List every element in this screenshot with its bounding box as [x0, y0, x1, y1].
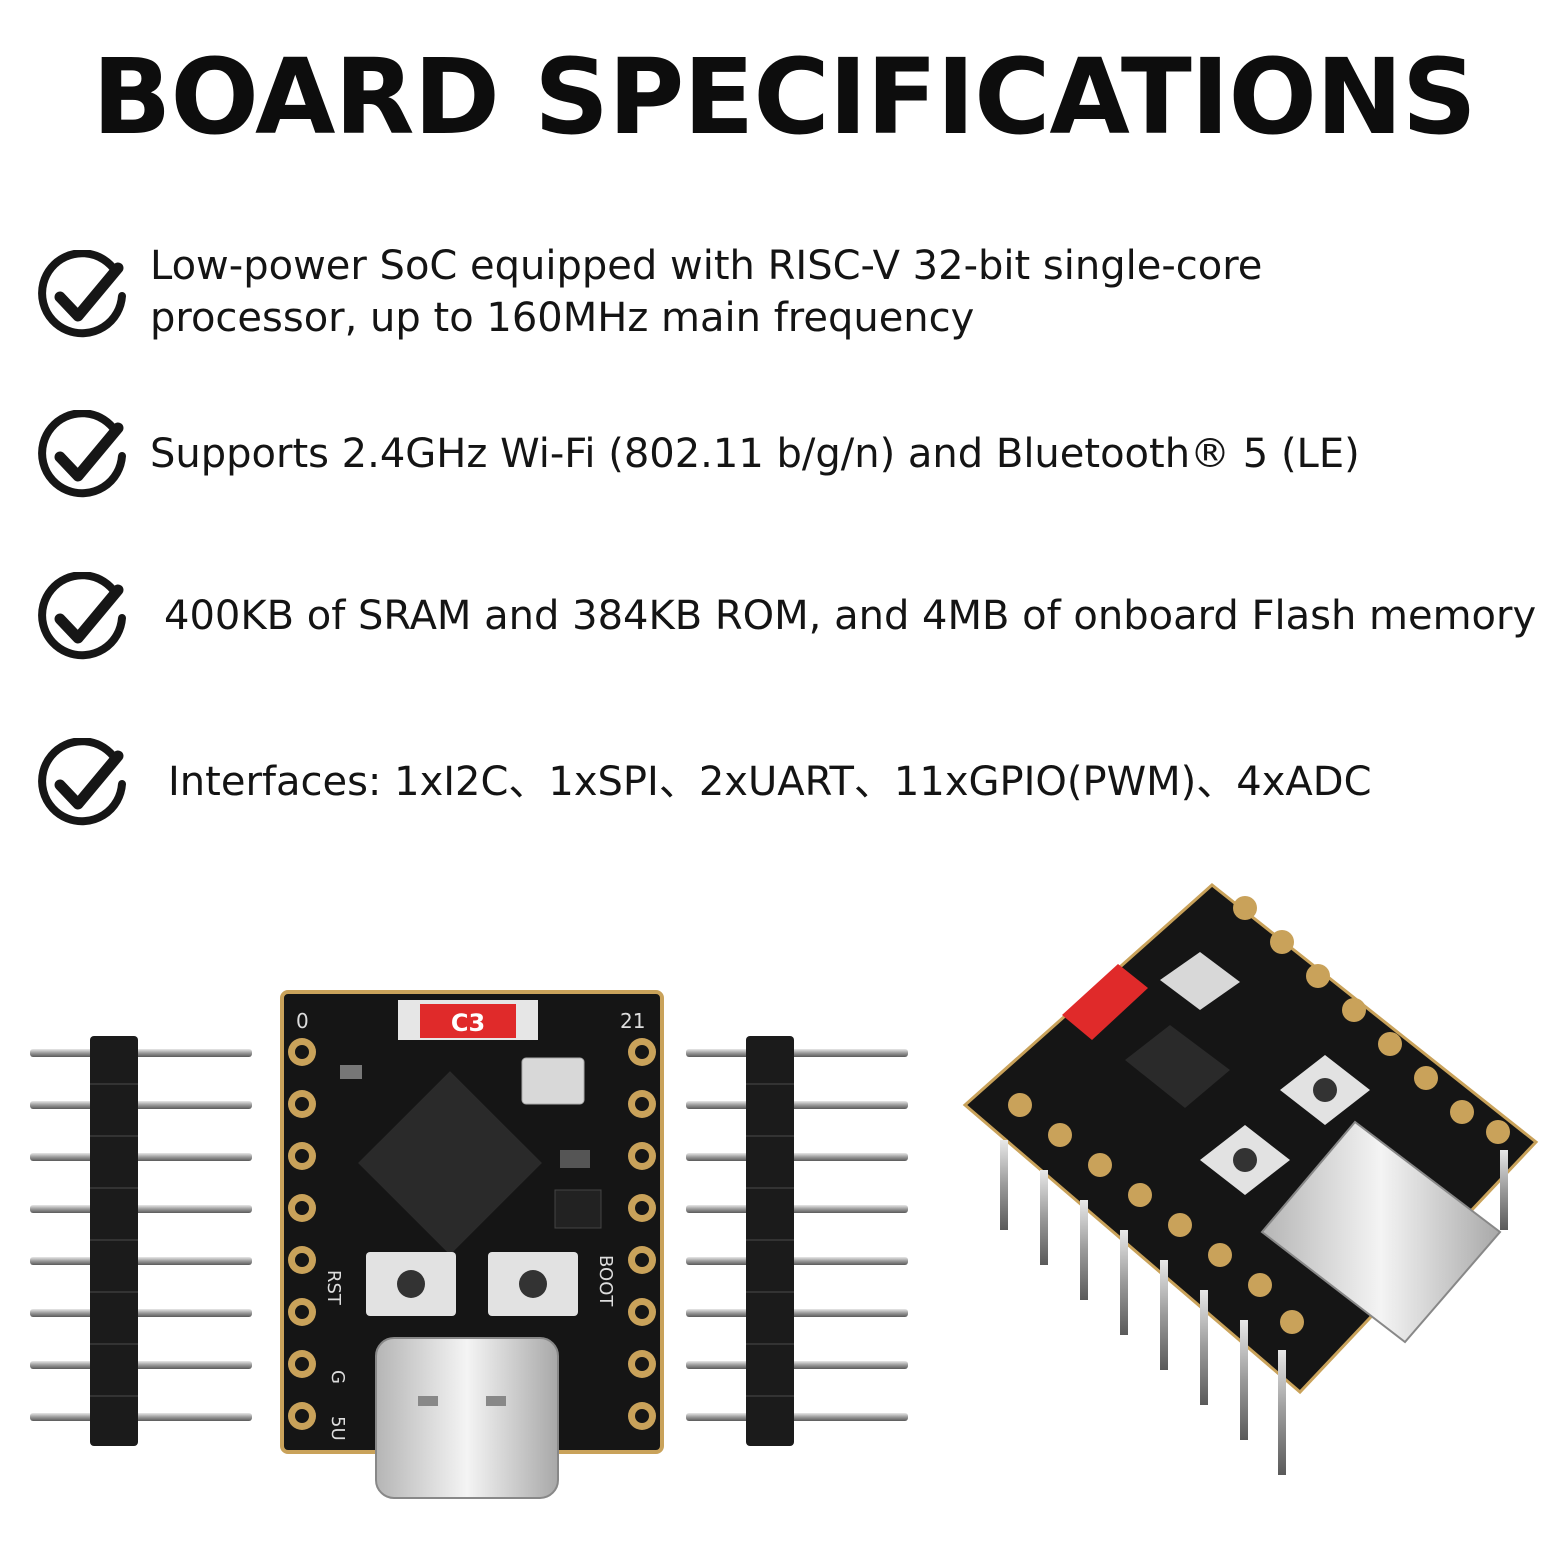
rst-label: RST	[323, 1270, 344, 1306]
usb-c-connector	[375, 1337, 559, 1499]
check-circle-icon	[38, 738, 126, 826]
check-circle-icon	[38, 572, 126, 660]
board-angled	[962, 883, 1539, 1475]
boot-label: BOOT	[595, 1255, 616, 1307]
ground-label: G	[327, 1370, 348, 1384]
feature-item: Interfaces: 1xI2C、1xSPI、2xUART、11xGPIO(P…	[36, 738, 1536, 828]
check-circle-icon	[38, 410, 126, 498]
feature-line: Interfaces: 1xI2C、1xSPI、2xUART、11xGPIO(P…	[168, 759, 1372, 805]
pin-label-start: 0	[296, 1009, 309, 1033]
chip-label: C3	[451, 1009, 485, 1037]
check-circle-icon	[38, 250, 126, 338]
feature-line: 400KB of SRAM and 384KB ROM, and 4MB of …	[164, 593, 1537, 639]
feature-item: Low-power SoC equipped with RISC-V 32-bi…	[36, 240, 1536, 350]
pin-header-right	[686, 1036, 908, 1446]
feature-line: Low-power SoC equipped with RISC-V 32-bi…	[150, 243, 1263, 289]
pin-header-left	[30, 1036, 252, 1446]
pin-label-end: 21	[620, 1009, 645, 1033]
feature-line: Supports 2.4GHz Wi-Fi (802.11 b/g/n) and…	[150, 431, 1360, 477]
feature-line: processor, up to 160MHz main frequency	[150, 295, 975, 341]
usb-c-connector-angled	[1260, 1120, 1502, 1344]
page-title: BOARD SPECIFICATIONS	[92, 36, 1477, 158]
feature-item: Supports 2.4GHz Wi-Fi (802.11 b/g/n) and…	[36, 410, 1536, 500]
power-label: 5U	[327, 1416, 348, 1441]
feature-item: 400KB of SRAM and 384KB ROM, and 4MB of …	[36, 572, 1536, 662]
product-illustration: C3 0 21 RST BOOT G 5U	[30, 883, 1539, 1499]
board-front: C3 0 21 RST BOOT G 5U	[280, 990, 664, 1499]
